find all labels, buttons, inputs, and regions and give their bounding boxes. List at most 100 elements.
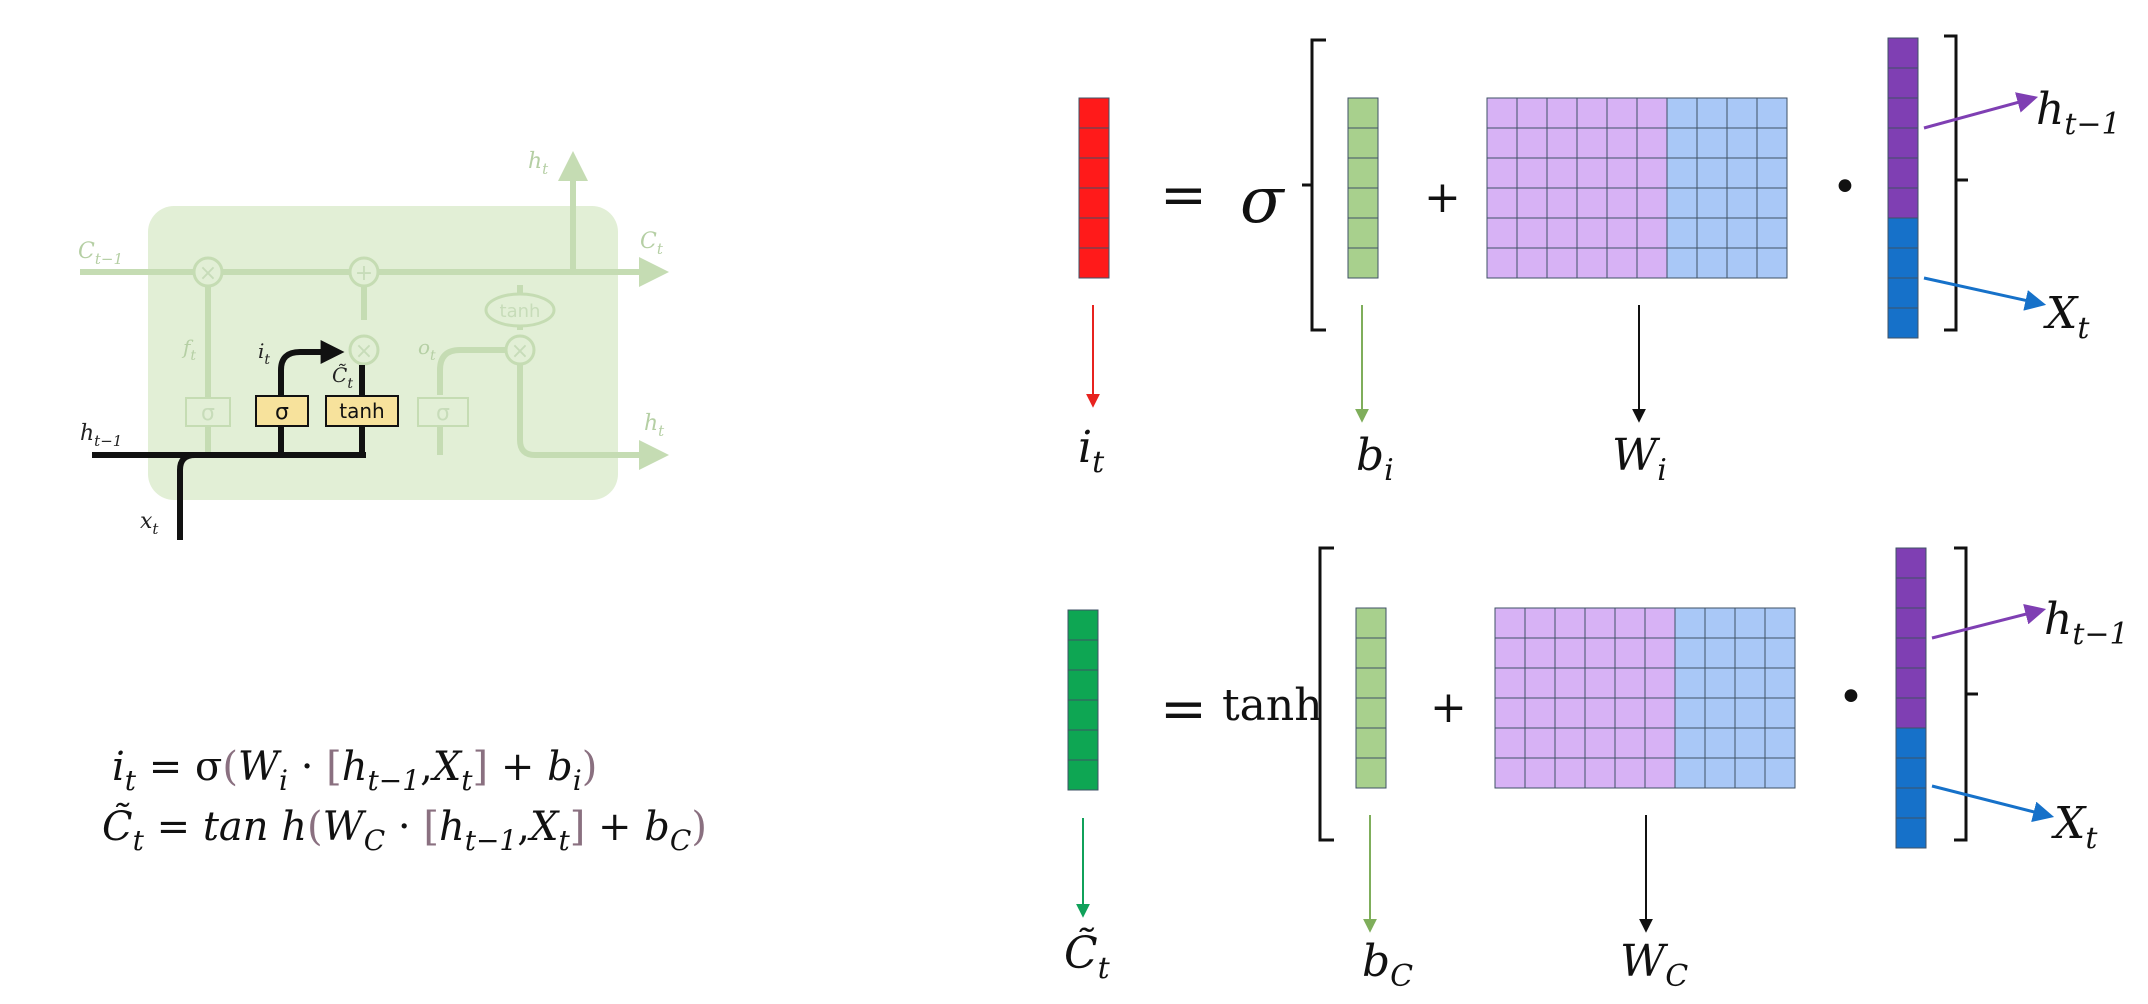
result-vector-it-cell [1078,187,1110,219]
weight-matrix-wi-cell [1726,97,1758,129]
tanh-faint-label: tanh [500,301,541,322]
weight-matrix-wc [1494,607,1796,789]
weight-matrix-wc-cell [1734,637,1766,669]
candidate-tanh-label: tanh [339,399,384,423]
bias-vector-bc [1355,607,1387,789]
weight-matrix-wi-cell [1546,217,1578,249]
h-prev-label: ht−1 [80,421,122,450]
plus-sign: + [1424,172,1461,223]
weight-matrix-wc-cell [1644,757,1676,789]
bracket-left-2 [1318,546,1334,842]
weight-matrix-wi-cell [1666,217,1698,249]
weight-matrix-wi-cell [1606,217,1638,249]
weight-matrix-wi-cell [1696,157,1728,189]
weight-matrix-wi-cell [1696,247,1728,279]
weight-matrix-wc-cell [1494,637,1526,669]
weight-matrix-wc-cell [1704,637,1736,669]
weight-matrix-wi-cell [1636,97,1668,129]
result-vector-ct-cell [1067,699,1099,731]
weight-matrix-wc-cell [1494,697,1526,729]
sigma-function: σ [1240,164,1286,238]
concat-vector-hx-cell [1887,277,1919,309]
weight-matrix-wi-cell [1606,97,1638,129]
result-vector-it-cell [1078,127,1110,159]
bias-vector-bi-cell [1347,127,1379,159]
weight-matrix-wc-cell [1674,757,1706,789]
tanh-function: tanh [1222,680,1323,731]
weight-matrix-wc-cell [1644,637,1676,669]
weight-matrix-wc-cell [1584,697,1616,729]
weight-matrix-wc-cell [1734,727,1766,759]
times-symbol-2: × [355,339,373,364]
weight-matrix-wc-cell [1584,727,1616,759]
result-vector-ct-cell [1067,639,1099,671]
weight-matrix-wi-cell [1576,127,1608,159]
weight-matrix-wc-cell [1764,667,1796,699]
weight-matrix-wc-cell [1764,757,1796,789]
bracket-left [1310,38,1326,332]
weight-matrix-wc-cell [1704,667,1736,699]
weight-matrix-wi-cell [1486,187,1518,219]
bias-vector-bi [1347,97,1379,279]
weight-matrix-wc-cell [1554,637,1586,669]
concat-vector-hx-2-cell [1895,667,1927,699]
result-vector-it-cell [1078,157,1110,189]
weight-matrix-wc-cell [1614,727,1646,759]
weight-matrix-wc-cell [1494,667,1526,699]
candidate-tanh-box [325,395,399,427]
weight-matrix-wc-cell [1524,757,1556,789]
h-label-row2: ht−1 [2044,594,2129,652]
weight-matrix-wc-cell [1524,697,1556,729]
concat-vector-hx-cell [1887,247,1919,279]
lstm-cell: × + × × tanh σ σ σ tanh Ct−1 Ct ht [78,149,669,540]
bias-vector-bi-cell [1347,97,1379,129]
weight-matrix-wc-cell [1614,637,1646,669]
equals-sign-2: = [1160,677,1207,742]
weight-matrix-wi-cell [1606,127,1638,159]
concat-vector-hx-2-cell [1895,547,1927,579]
cell-add-op [348,256,380,288]
weight-matrix-wi-cell [1546,97,1578,129]
weight-matrix-wi-cell [1636,127,1668,159]
weight-matrix-wi-cell [1486,247,1518,279]
concat-vector-hx-cell [1887,187,1919,219]
weight-matrix-wc-cell [1734,757,1766,789]
weight-matrix-wi-cell [1606,187,1638,219]
weight-matrix-wc-cell [1764,697,1796,729]
x-in-label: xt [140,509,159,538]
equations: it = σ(Wi · [ht−1,Xt] + bi) C̃t = tan h(… [102,744,707,857]
concat-vector-hx-cell [1887,307,1919,339]
equation-input-gate: it = σ(Wi · [ht−1,Xt] + bi) [112,744,597,797]
result-vector-ct-cell [1067,729,1099,761]
weight-matrix-wc-cell [1524,607,1556,639]
times-symbol: × [199,261,217,286]
concat-vector-hx-2-cell [1895,817,1927,849]
weight-matrix-wc-cell [1644,727,1676,759]
row-input-gate: it = σ bi + Wi • ht−1 Xt [1078,34,2121,488]
concat-vector-hx-cell [1887,67,1919,99]
equals-sign: = [1160,163,1207,228]
forget-gate-box [185,397,231,427]
weight-matrix-wi-cell [1666,187,1698,219]
weight-label-wi: Wi [1612,430,1667,488]
output-gate-sigma: σ [436,401,450,426]
weight-matrix-wc-cell [1674,697,1706,729]
bias-label-bi: bi [1356,430,1394,488]
weight-matrix-wi-cell [1546,127,1578,159]
weight-matrix-wc-cell [1734,697,1766,729]
weight-matrix-wc-cell [1704,697,1736,729]
bias-vector-bi-cell [1347,157,1379,189]
bracket-right-2 [1954,546,1968,842]
weight-matrix-wc-cell [1554,667,1586,699]
result-vector-it-cell [1078,217,1110,249]
weight-matrix-wi-cell [1606,157,1638,189]
weight-matrix-wc-cell [1734,667,1766,699]
h-right-label: ht [644,411,665,440]
weight-matrix-wi-cell [1726,247,1758,279]
weight-matrix-wi-cell [1546,157,1578,189]
weight-matrix-wc-cell [1584,607,1616,639]
row-cell-candidate: C̃t = tanh bC + WC • ht−1 Xt [1064,546,2129,994]
weight-matrix-wi-cell [1636,157,1668,189]
weight-matrix-wc-cell [1614,607,1646,639]
